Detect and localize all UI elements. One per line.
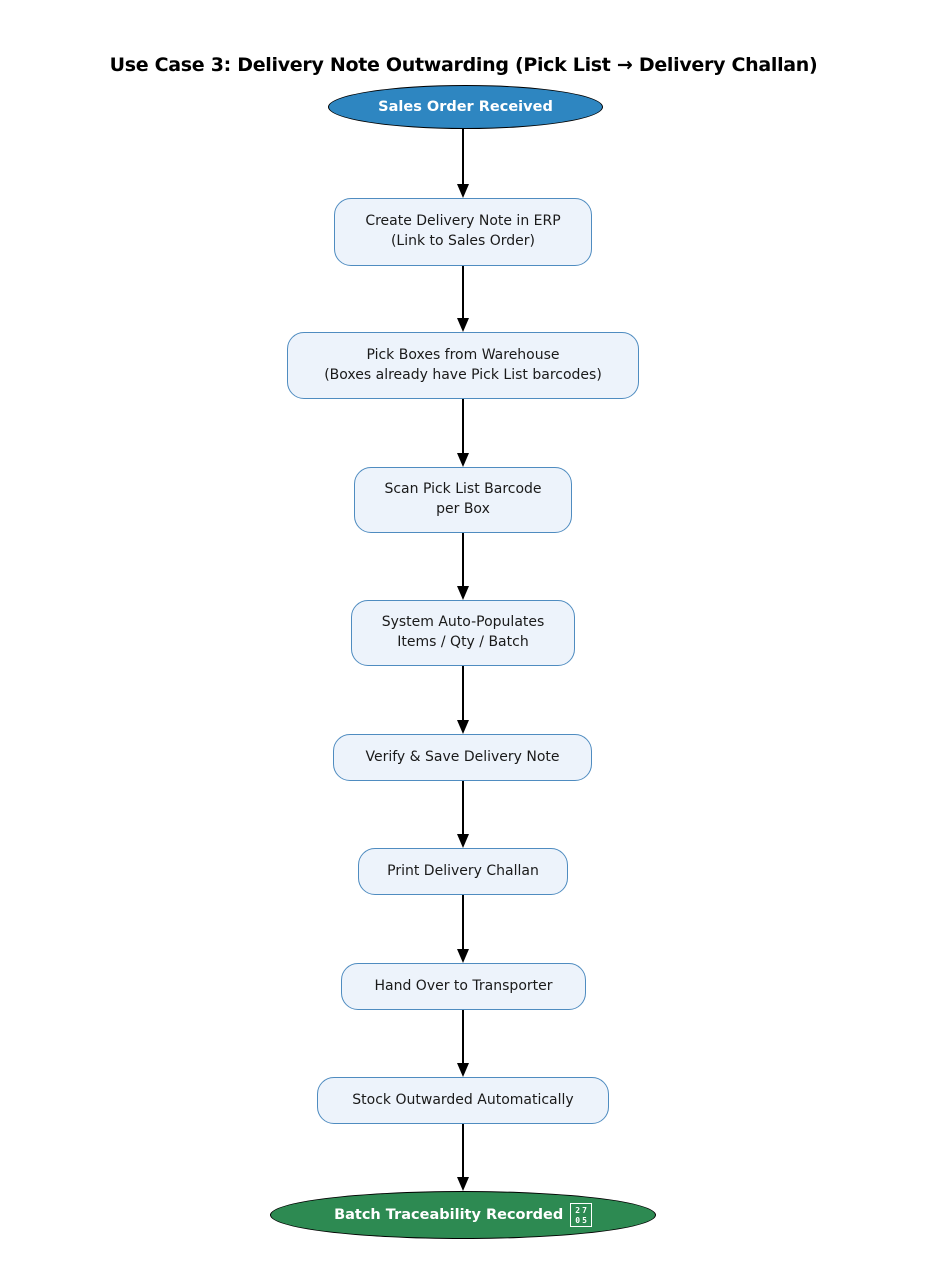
arrow-line bbox=[462, 1010, 464, 1063]
arrow-down-icon bbox=[457, 533, 470, 600]
arrowhead-icon bbox=[457, 720, 469, 734]
step-hand-over-to-transporter: Hand Over to Transporter bbox=[341, 963, 586, 1010]
arrow-down-icon bbox=[457, 781, 470, 848]
arrowhead-icon bbox=[457, 318, 469, 332]
arrow-down-icon bbox=[457, 666, 470, 734]
arrow-down-icon bbox=[457, 1010, 470, 1077]
arrow-line bbox=[462, 129, 464, 184]
arrow-down-icon bbox=[457, 129, 470, 198]
step-pick-boxes-from-warehouse: Pick Boxes from Warehouse (Boxes already… bbox=[287, 332, 639, 399]
arrow-line bbox=[462, 1124, 464, 1177]
step-stock-outwarded-automatically: Stock Outwarded Automatically bbox=[317, 1077, 609, 1124]
arrow-line bbox=[462, 266, 464, 318]
arrow-line bbox=[462, 781, 464, 834]
arrowhead-icon bbox=[457, 586, 469, 600]
arrowhead-icon bbox=[457, 834, 469, 848]
start-node-label: Sales Order Received bbox=[378, 99, 553, 115]
arrow-down-icon bbox=[457, 266, 470, 332]
step-print-delivery-challan: Print Delivery Challan bbox=[358, 848, 568, 895]
end-node-label: Batch Traceability Recorded bbox=[334, 1207, 564, 1223]
arrowhead-icon bbox=[457, 184, 469, 198]
arrow-line bbox=[462, 666, 464, 720]
arrow-down-icon bbox=[457, 1124, 470, 1191]
arrow-line bbox=[462, 399, 464, 453]
step-scan-pick-list-barcode: Scan Pick List Barcode per Box bbox=[354, 467, 572, 533]
arrowhead-icon bbox=[457, 1177, 469, 1191]
arrow-down-icon bbox=[457, 895, 470, 963]
arrowhead-icon bbox=[457, 949, 469, 963]
arrowhead-icon bbox=[457, 1063, 469, 1077]
arrowhead-icon bbox=[457, 453, 469, 467]
step-create-delivery-note: Create Delivery Note in ERP (Link to Sal… bbox=[334, 198, 592, 266]
end-node-batch-traceability-recorded: Batch Traceability Recorded 27 05 bbox=[270, 1191, 656, 1239]
arrow-line bbox=[462, 533, 464, 586]
step-verify-save-delivery-note: Verify & Save Delivery Note bbox=[333, 734, 592, 781]
arrow-down-icon bbox=[457, 399, 470, 467]
missing-glyph-checkmark-icon: 27 05 bbox=[570, 1202, 592, 1228]
step-system-auto-populates: System Auto-Populates Items / Qty / Batc… bbox=[351, 600, 575, 666]
arrow-line bbox=[462, 895, 464, 949]
start-node-sales-order-received: Sales Order Received bbox=[328, 85, 603, 129]
diagram-title: Use Case 3: Delivery Note Outwarding (Pi… bbox=[109, 54, 818, 76]
